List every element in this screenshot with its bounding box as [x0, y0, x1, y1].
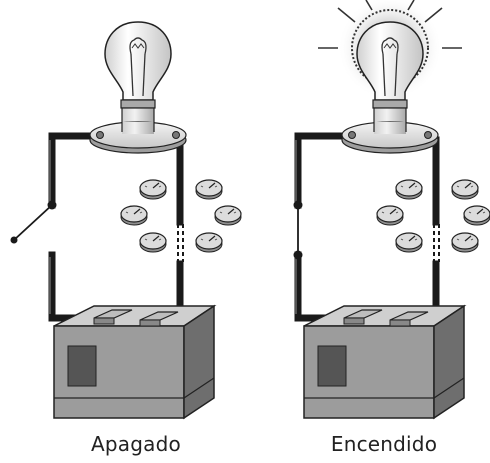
electron-icon	[376, 205, 404, 226]
battery-icon	[303, 305, 465, 419]
electron-icon	[214, 205, 242, 226]
switch-open	[10, 200, 57, 244]
electron-icon	[463, 205, 490, 226]
electron-icon	[395, 179, 423, 200]
panel-on	[293, 0, 490, 419]
electron-icon	[195, 232, 223, 253]
caption-on: Encendido	[330, 432, 438, 456]
electron-icon	[139, 232, 167, 253]
battery-icon	[53, 305, 215, 419]
switch-closed	[293, 200, 303, 260]
electron-icon	[139, 179, 167, 200]
caption-off: Apagado	[91, 432, 181, 456]
electron-icon	[120, 205, 148, 226]
electron-icon	[451, 179, 479, 200]
wire-gap-on	[433, 224, 440, 262]
electron-icon	[451, 232, 479, 253]
wire-right-on	[294, 132, 440, 322]
wire-gap-off	[177, 224, 184, 262]
electron-icon	[195, 179, 223, 200]
light-bulb-icon	[89, 21, 187, 154]
panel-off	[10, 21, 242, 419]
wire-left-off	[48, 132, 184, 322]
electron-icon	[395, 232, 423, 253]
